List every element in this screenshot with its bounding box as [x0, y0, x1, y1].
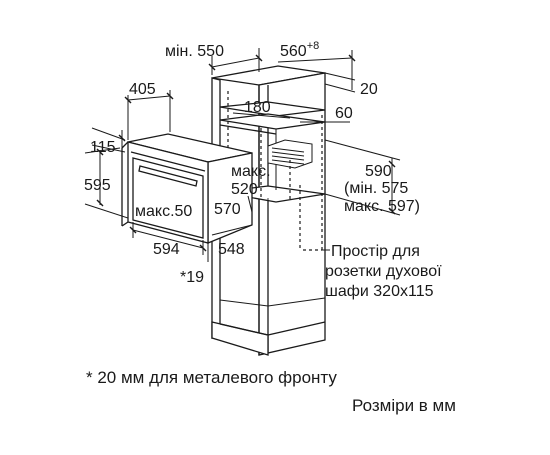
units-note: Розміри в мм: [352, 396, 456, 415]
oven-handle: [138, 165, 198, 187]
socket-area-outline: [227, 91, 323, 251]
oven-door: [132, 157, 204, 239]
cabinet-upper-shelf: [219, 101, 326, 117]
socket-vent: [267, 139, 313, 169]
label-595: 595: [84, 177, 111, 194]
label-180: 180: [244, 99, 271, 116]
label-60: 60: [335, 105, 353, 122]
label-548: 548: [218, 241, 245, 258]
socket-note-line3: шафи 320x115: [325, 283, 434, 300]
label-594: 594: [153, 241, 180, 258]
label-590: 590: [365, 163, 392, 180]
label-max-597: макс. 597): [344, 198, 420, 215]
label-405: 405: [129, 81, 156, 98]
metal-front-footnote: * 20 мм для металевого фронту: [86, 368, 337, 387]
dimension-ticks: [96, 54, 396, 252]
label-520: 520: [231, 181, 258, 198]
label-560: 560+8: [280, 40, 319, 60]
dimension-lines: [84, 48, 401, 262]
label-20: 20: [360, 81, 378, 98]
oven-drawing: [121, 133, 253, 244]
socket-note-line2: розетки духової: [325, 263, 442, 280]
label-115: 115: [90, 139, 116, 156]
label-570: 570: [214, 201, 241, 218]
dimension-labels: мін. 550 560+8 20 405 180 60 115 595 мак…: [84, 40, 442, 300]
socket-note-line1: Простір для: [331, 243, 420, 260]
label-min-550: мін. 550: [165, 43, 224, 60]
label-max: макс.: [231, 163, 271, 180]
label-19: *19: [180, 269, 204, 286]
label-max-50: макс.50: [135, 203, 192, 220]
label-min-575: (мін. 575: [344, 180, 408, 197]
